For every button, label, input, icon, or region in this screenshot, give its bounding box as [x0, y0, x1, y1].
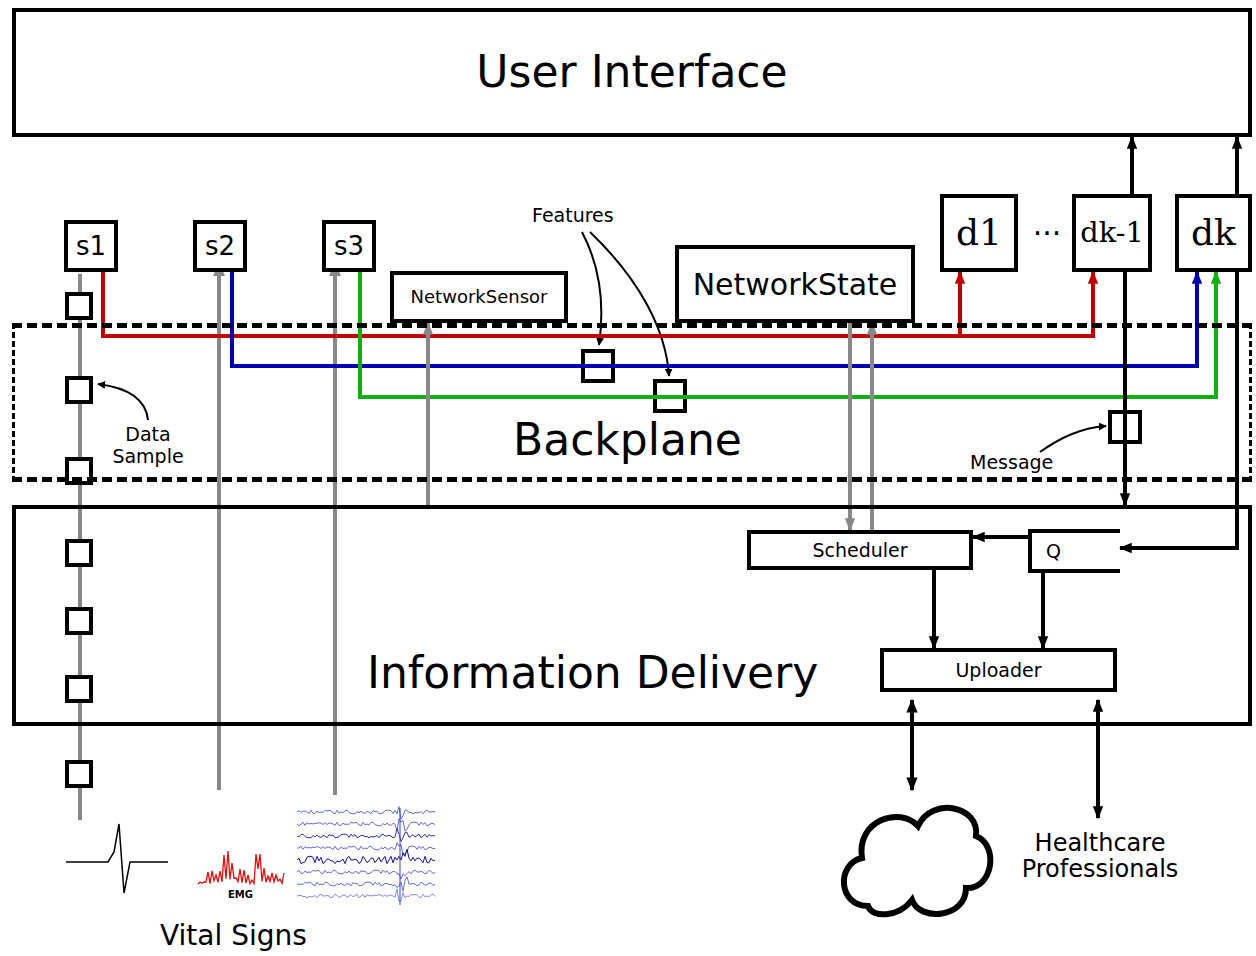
connector	[1096, 700, 1100, 818]
emg-tag: EMG	[228, 889, 268, 901]
eeg-trace	[297, 870, 435, 879]
network-state-box: NetworkState	[675, 245, 915, 323]
eeg-trace	[297, 819, 435, 832]
node-text: NetworkSensor	[411, 287, 548, 307]
connector	[848, 323, 852, 530]
node-text: dk-1	[1080, 217, 1143, 249]
detector-box: dk-1	[1072, 194, 1151, 272]
info-delivery-layer: Information Delivery Scheduler Q Uploader	[12, 505, 1252, 726]
sensor-box: s1	[64, 220, 118, 272]
node-text: Scheduler	[812, 540, 907, 561]
ui-layer: User Interface	[12, 8, 1252, 137]
node-text: NetworkState	[693, 268, 898, 301]
scheduler-box: Scheduler	[747, 530, 973, 570]
node-text: s3	[334, 232, 364, 261]
eeg-marker	[400, 808, 401, 905]
connector	[1130, 137, 1134, 194]
node-text: s1	[76, 232, 106, 261]
data-sample-callout: Data Sample	[100, 424, 196, 468]
node-text: User Interface	[476, 48, 787, 96]
node-text: Q	[1046, 541, 1061, 562]
node-text: Healthcare Professionals	[1010, 830, 1190, 883]
connector	[932, 570, 936, 648]
node-text: d1	[956, 213, 1002, 253]
node-text: Backplane	[513, 416, 742, 464]
node-text: Information Delivery	[367, 649, 818, 697]
message-callout: Message	[970, 452, 1070, 474]
emg-trace	[198, 851, 284, 884]
stakeholder-label: Healthcare Professionals	[1010, 822, 1190, 890]
connector	[870, 323, 874, 530]
eeg-trace	[297, 843, 435, 856]
queue-box: Q	[1028, 529, 1120, 573]
backplane-band: Backplane	[12, 323, 1252, 482]
uploader-box: Uploader	[880, 648, 1117, 692]
connector	[973, 535, 1028, 539]
node-text: s2	[205, 232, 235, 261]
eeg-trace	[297, 807, 435, 820]
ellipsis: ...	[1024, 208, 1070, 243]
features-callout: Features	[532, 205, 642, 227]
connector	[1235, 137, 1239, 194]
vital-signs-caption: Vital Signs	[160, 920, 345, 952]
detector-box: d1	[940, 194, 1018, 272]
connector	[1041, 573, 1045, 648]
feed-line	[333, 274, 337, 795]
connector	[1123, 272, 1127, 505]
eeg-trace	[297, 889, 435, 902]
feed-line	[217, 274, 221, 790]
eeg-trace	[297, 849, 435, 863]
ecg-trace	[66, 824, 168, 893]
node-text: dk	[1191, 213, 1236, 253]
network-sensor-box: NetworkSensor	[390, 271, 568, 323]
eeg-trace	[297, 829, 435, 842]
cloud-symbol	[844, 808, 990, 914]
sensor-box: s3	[322, 220, 376, 272]
detector-box: dk	[1175, 194, 1252, 272]
cloud-link	[910, 700, 914, 790]
node-text: Uploader	[955, 660, 1041, 681]
eeg-trace	[297, 877, 435, 891]
eeg-traces	[297, 807, 435, 905]
data-sample-squares	[67, 294, 91, 786]
sensor-box: s2	[193, 220, 247, 272]
